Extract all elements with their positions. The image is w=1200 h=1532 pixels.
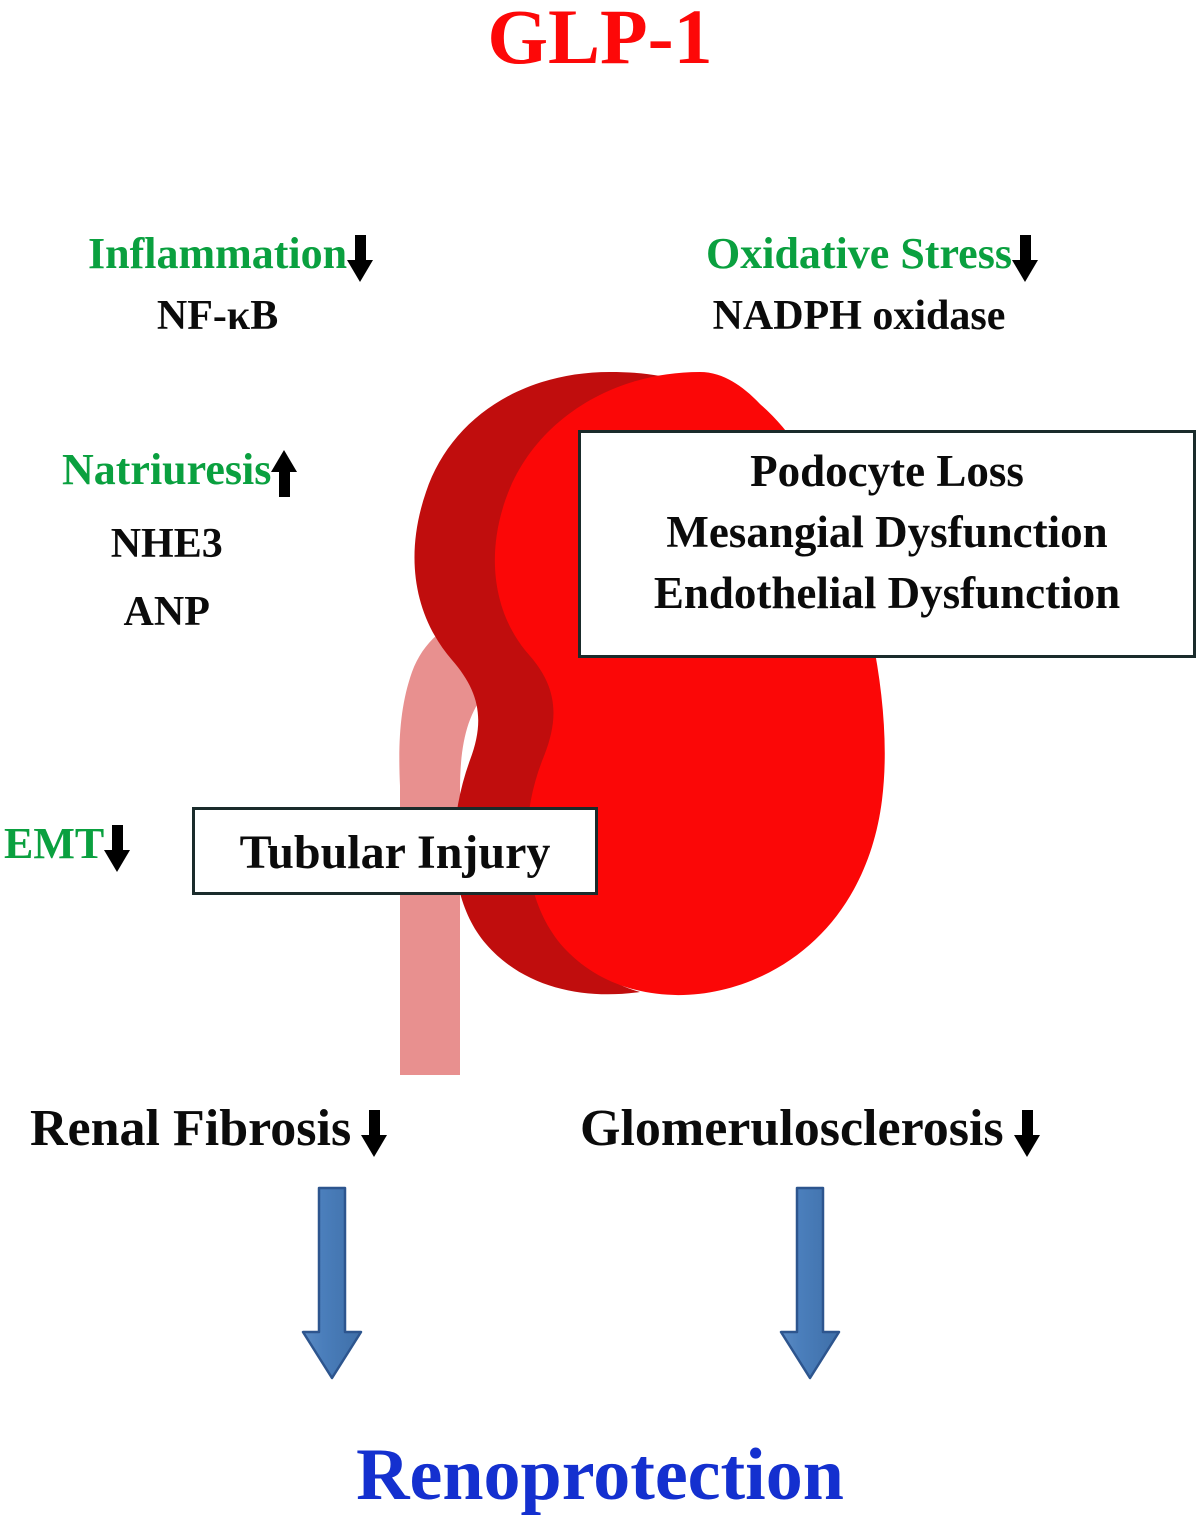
mechanism-natriuresis-label: Natriuresis bbox=[62, 445, 272, 494]
glomerular-injury-line-1: Mesangial Dysfunction bbox=[666, 507, 1108, 558]
glomerular-injury-box: Podocyte Loss Mesangial Dysfunction Endo… bbox=[578, 430, 1196, 658]
glomerular-injury-line-2: Endothelial Dysfunction bbox=[653, 568, 1121, 619]
arrow-down-icon bbox=[1011, 234, 1038, 282]
mechanism-inflammation-target-0: NF-κB bbox=[156, 292, 279, 339]
mechanism-inflammation-heading: Inflammation bbox=[88, 229, 374, 282]
mechanism-inflammation: Inflammation NF-κB bbox=[88, 229, 374, 339]
arrow-down-icon bbox=[347, 234, 374, 282]
mechanism-natriuresis-target-0: NHE3 bbox=[110, 520, 223, 567]
arrow-down-icon bbox=[361, 1110, 388, 1158]
conclusion-renoprotection: Renoprotection bbox=[356, 1434, 844, 1516]
page-title: GLP-1 bbox=[487, 0, 713, 80]
mechanism-natriuresis-heading: Natriuresis bbox=[62, 445, 298, 497]
mechanism-emt: EMT bbox=[4, 819, 131, 872]
tubular-injury-line-0: Tubular Injury bbox=[239, 826, 551, 879]
mechanism-emt-heading: EMT bbox=[4, 819, 131, 872]
mechanism-oxidative-stress-target-0: NADPH oxidase bbox=[712, 292, 1006, 339]
mechanism-emt-label: EMT bbox=[4, 819, 105, 868]
blue-arrow-down-icon bbox=[301, 1186, 363, 1380]
arrow-down-icon bbox=[104, 824, 131, 872]
mechanism-natriuresis-target-1: ANP bbox=[123, 588, 210, 635]
mechanism-oxidative-stress-label: Oxidative Stress bbox=[706, 229, 1012, 278]
outcome-glomerulosclerosis-label: Glomerulosclerosis bbox=[580, 1100, 1004, 1157]
glomerular-injury-line-0: Podocyte Loss bbox=[750, 446, 1024, 496]
arrow-down-icon bbox=[1013, 1110, 1040, 1158]
mechanism-oxidative-stress: Oxidative Stress NADPH oxidase bbox=[706, 232, 1038, 337]
mechanism-inflammation-label: Inflammation bbox=[88, 229, 348, 278]
blue-arrow-down-icon bbox=[779, 1186, 841, 1380]
ureter-shape bbox=[399, 612, 548, 1075]
outcome-renal-fibrosis-label: Renal Fibrosis bbox=[30, 1100, 352, 1157]
mechanism-oxidative-stress-heading: Oxidative Stress bbox=[706, 229, 1038, 282]
outcome-renal-fibrosis: Renal Fibrosis bbox=[30, 1100, 388, 1158]
tubular-injury-box: Tubular Injury bbox=[192, 807, 598, 895]
mechanism-natriuresis: Natriuresis NHE3 ANP bbox=[62, 445, 298, 635]
outcome-glomerulosclerosis: Glomerulosclerosis bbox=[580, 1100, 1040, 1158]
arrow-up-icon bbox=[271, 449, 298, 497]
